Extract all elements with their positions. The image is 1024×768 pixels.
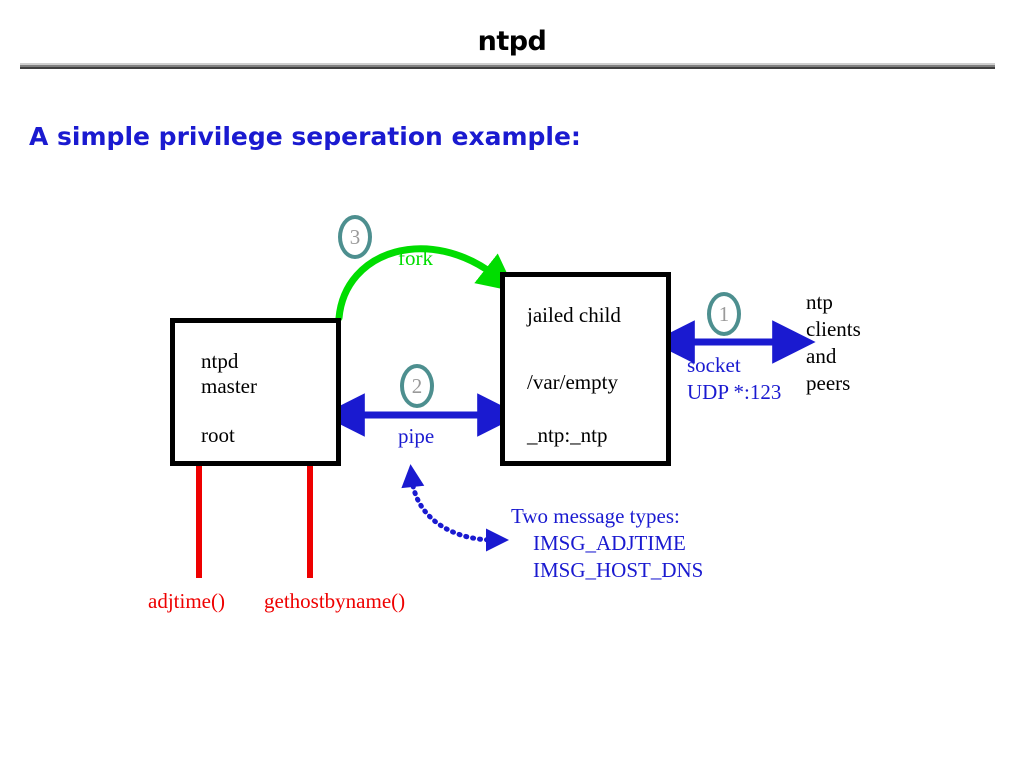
peers-line-1: ntp [806, 290, 833, 314]
master-label-role: master [201, 374, 257, 398]
socket-label: socket [687, 353, 741, 377]
title-divider [20, 63, 995, 69]
peers-line-4: peers [806, 371, 851, 395]
child-label-user: _ntp:_ntp [527, 423, 608, 447]
pipe-label: pipe [398, 424, 435, 448]
message-type-adjtime: IMSG_ADJTIME [533, 531, 686, 555]
child-label-process: jailed child [527, 303, 621, 327]
ntpd-master-box: ntpd master root [170, 318, 341, 466]
fork-label: fork [398, 246, 433, 270]
bullet-text: A simple privilege seperation example: [29, 122, 581, 151]
master-label-process: ntpd [201, 349, 239, 373]
message-types-callout-arrow [401, 464, 509, 552]
adjtime-label: adjtime() [148, 589, 225, 613]
peers-line-2: clients [806, 317, 861, 341]
step-marker-2: 2 [400, 364, 434, 408]
gethostbyname-label: gethostbyname() [264, 589, 406, 613]
ntp-clients-peers-label: ntp clients and peers [806, 289, 861, 397]
message-types-label: Two message types: IMSG_ADJTIME IMSG_HOS… [511, 503, 703, 584]
master-label-user: root [201, 423, 235, 447]
jailed-child-box: jailed child /var/empty _ntp:_ntp [500, 272, 671, 466]
child-label-chroot: /var/empty [527, 370, 618, 394]
page-title: ntpd [477, 26, 547, 57]
message-type-host-dns: IMSG_HOST_DNS [533, 558, 704, 582]
message-types-header: Two message types: [511, 504, 680, 528]
udp-port-label: UDP *:123 [687, 380, 782, 404]
step-marker-3: 3 [338, 215, 372, 259]
peers-line-3: and [806, 344, 837, 368]
step-marker-1: 1 [707, 292, 741, 336]
